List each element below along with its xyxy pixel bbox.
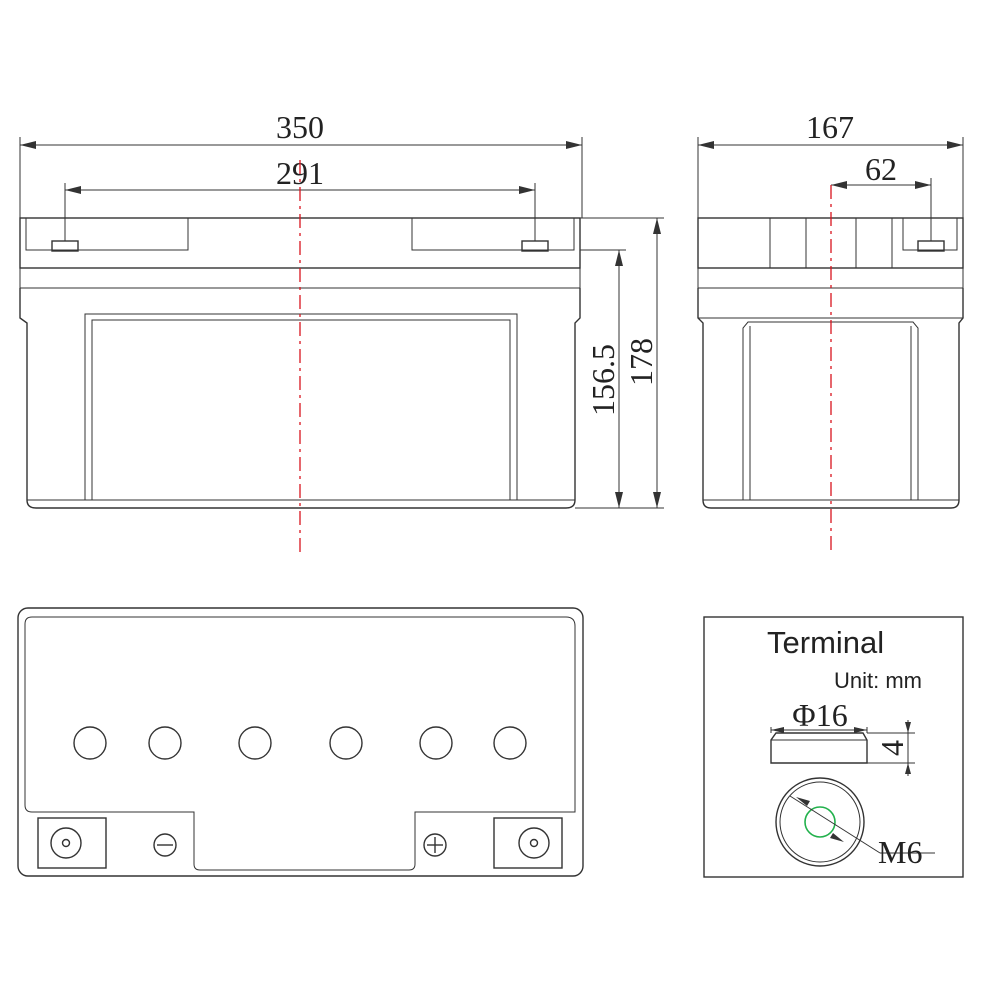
terminal-title: Terminal: [767, 625, 884, 660]
diameter-label: Φ16: [792, 697, 847, 733]
top-negative-terminal-pad: [37, 817, 107, 869]
vent-cap: [419, 726, 453, 760]
vent-cap: [73, 726, 107, 760]
front-label-panel: [84, 313, 518, 500]
top-inner-outline: [24, 616, 576, 871]
top-negative-terminal: [50, 827, 82, 859]
side-dimensions: 167 62: [697, 109, 964, 241]
top-outline: [17, 607, 584, 877]
vent-cap: [238, 726, 272, 760]
case-height-label: 156.5: [585, 344, 621, 416]
vent-cap: [493, 726, 527, 760]
minus-circle-icon: [153, 833, 177, 857]
terminal-profile: [770, 732, 868, 764]
side-recess: [902, 218, 958, 251]
bolt-label: M6: [878, 834, 922, 870]
vent-cap: [148, 726, 182, 760]
terminal-plan-outer: [775, 777, 865, 867]
length-label: 350: [276, 109, 324, 145]
total-height-label: 178: [623, 338, 659, 386]
thickness-label: 4: [874, 740, 910, 756]
top-positive-terminal-pad: [493, 817, 563, 869]
terminal-detail-box: Terminal Unit: mm Φ16 4 M6: [703, 616, 964, 878]
plus-circle-icon: [423, 833, 447, 857]
terminal-detail-frame: [703, 616, 964, 878]
top-view: [17, 607, 584, 877]
width-label: 167: [806, 109, 854, 145]
unit-note: Unit: mm: [834, 668, 922, 693]
m6-bolt-hole: [804, 806, 836, 838]
front-body: [19, 288, 581, 509]
bolt-leader-line: [789, 795, 881, 854]
front-label-panel-inner: [91, 319, 511, 500]
front-left-recess: [25, 218, 189, 251]
front-right-recess: [411, 218, 575, 251]
front-dimensions: 350 291 156.5 178: [19, 109, 664, 509]
side-body: [697, 288, 964, 509]
top-positive-terminal: [518, 827, 550, 859]
terminal-offset-label: 62: [865, 151, 897, 187]
vent-cap: [329, 726, 363, 760]
